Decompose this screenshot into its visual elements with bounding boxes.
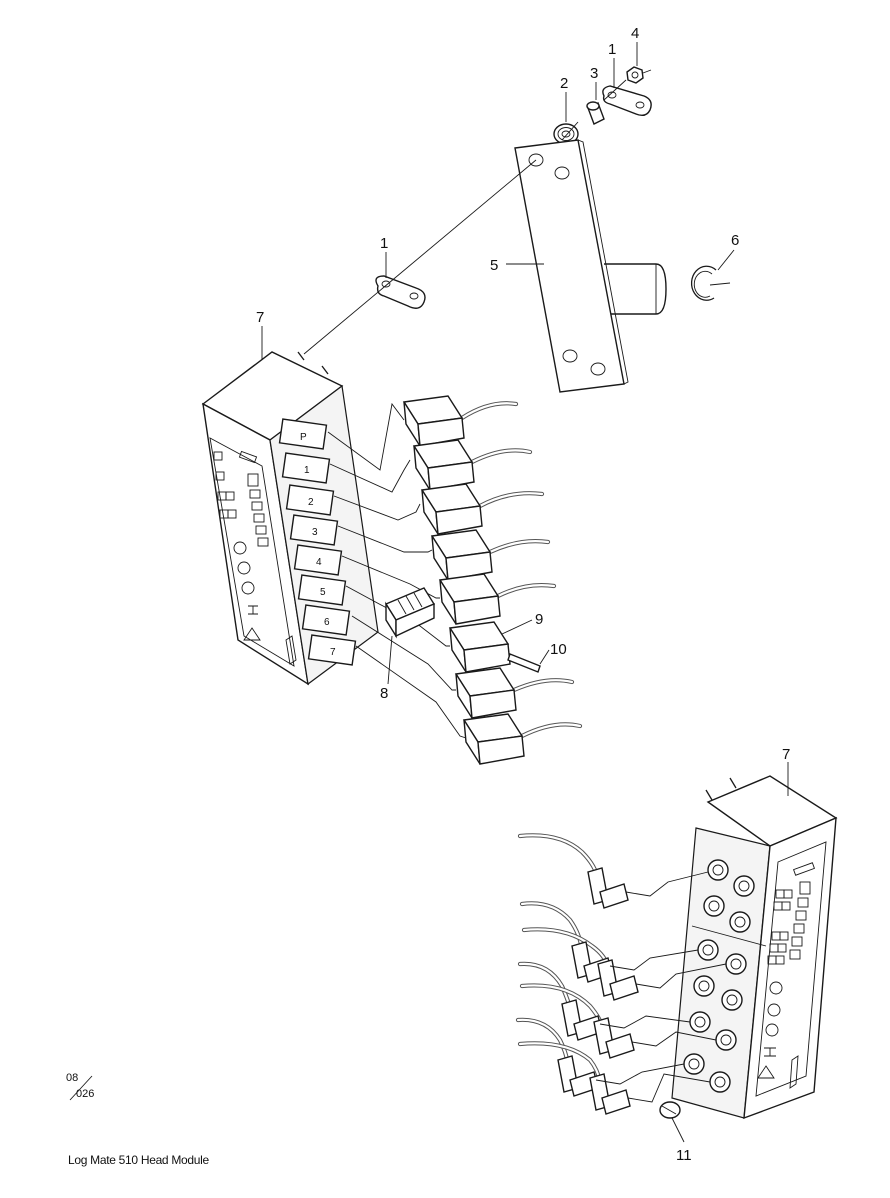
port-2: 2 xyxy=(285,484,335,516)
lower-module-ports xyxy=(683,859,755,1093)
part-5-bracket xyxy=(514,139,667,393)
plug-8 xyxy=(462,713,583,765)
callout-4: 4 xyxy=(631,25,639,42)
port-3: 3 xyxy=(289,514,339,546)
part-1-plate-middle xyxy=(375,275,426,309)
callout-7-lower: 7 xyxy=(782,746,790,763)
port-label-5: 5 xyxy=(320,587,326,598)
port-p: P xyxy=(278,418,328,450)
part-11-cap xyxy=(659,1101,681,1119)
port-label-3: 3 xyxy=(312,527,318,538)
part-8-terminal-strip xyxy=(384,587,436,639)
callout-10: 10 xyxy=(550,641,567,658)
port-label-6: 6 xyxy=(324,617,330,628)
footer-title: Log Mate 510 Head Module xyxy=(68,1153,209,1167)
port-label-1: 1 xyxy=(304,465,310,476)
callouts: 1 2 3 4 1 5 6 7 8 9 10 7 11 xyxy=(256,25,790,1164)
part-1-plate-top xyxy=(602,85,652,117)
port-4: 4 xyxy=(293,544,343,576)
plug-5 xyxy=(438,573,557,625)
plug-3 xyxy=(420,483,545,535)
callout-7-upper: 7 xyxy=(256,309,264,326)
port-label-2: 2 xyxy=(308,497,314,508)
port-label-4: 4 xyxy=(316,557,322,568)
port-5: 5 xyxy=(297,574,347,606)
callout-6: 6 xyxy=(731,232,739,249)
connection-lines-lower xyxy=(595,871,727,1103)
port-label-p: P xyxy=(300,432,307,443)
callout-8: 8 xyxy=(380,685,388,702)
port-7: 7 xyxy=(307,634,357,666)
callout-1-middle: 1 xyxy=(380,235,388,252)
part-7-head-module-upper xyxy=(201,351,379,686)
port-1: 1 xyxy=(281,452,331,484)
part-4-nut xyxy=(626,66,652,84)
part-10-pin xyxy=(507,653,541,673)
plug-1 xyxy=(402,395,519,447)
callout-3: 3 xyxy=(590,65,598,82)
callout-11: 11 xyxy=(676,1147,692,1164)
lower-elbow-connectors xyxy=(557,867,639,1115)
page-number-slash xyxy=(69,1075,93,1101)
part-6-retaining-ring xyxy=(690,265,731,301)
plug-4 xyxy=(430,529,551,581)
page-number-bottom: 026 xyxy=(76,1088,95,1100)
led-bar xyxy=(247,473,269,547)
plug-7 xyxy=(454,667,575,719)
port-6: 6 xyxy=(301,604,351,636)
page-number-top: 08 xyxy=(66,1072,79,1084)
callout-1-top: 1 xyxy=(608,41,616,58)
part-7-head-module-lower xyxy=(671,775,838,1120)
module-port-sockets: P 1 2 3 4 5 6 7 xyxy=(278,418,357,666)
callout-2: 2 xyxy=(560,75,568,92)
callout-9: 9 xyxy=(535,611,543,628)
port-label-7: 7 xyxy=(330,647,336,658)
callout-5: 5 xyxy=(490,257,498,274)
connector-plugs-upper xyxy=(402,395,583,765)
part-3-spacer xyxy=(586,101,605,125)
plug-6 xyxy=(448,621,511,673)
plug-2 xyxy=(412,439,533,491)
